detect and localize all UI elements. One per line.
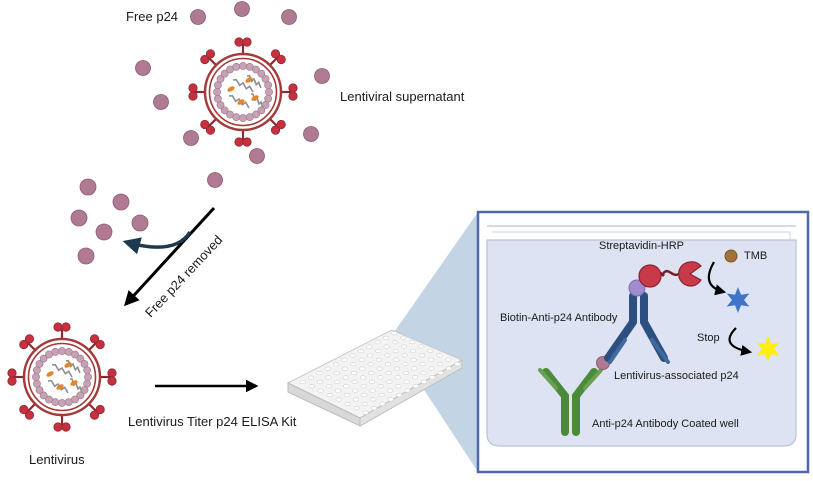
p24-particle (207, 172, 223, 188)
yellow-star-icon (756, 336, 780, 362)
p24-particle (95, 223, 113, 241)
p24-particle (112, 193, 130, 211)
coated-well-label: Anti-p24 Antibody Coated well (592, 418, 739, 430)
p24-particle (153, 94, 169, 110)
lentivirus-label: Lentivirus (29, 452, 85, 467)
removal-arrow (123, 206, 216, 307)
lentivirus-top-icon (188, 37, 298, 147)
removed-p24-particles (70, 178, 149, 265)
lentivirus-associated-p24-label: Lentivirus-associated p24 (614, 370, 739, 382)
kit-label: Lentivirus Titer p24 ELISA Kit (128, 414, 297, 429)
p24-particle (190, 9, 206, 25)
p24-particle (183, 130, 199, 146)
free-p24-particles-top (135, 1, 330, 188)
stop-label: Stop (697, 332, 720, 344)
stop-reaction-arrow (728, 327, 753, 356)
free-p24-label: Free p24 (126, 9, 179, 24)
p24-particle (249, 148, 265, 164)
p24-particle (131, 214, 149, 232)
elisa-plate-icon (286, 329, 464, 427)
biotin-icon (628, 279, 646, 297)
p24-particle (314, 68, 330, 84)
tmb-icon (724, 249, 738, 263)
lentivirus-bottom-icon (7, 322, 117, 432)
streptavidin-hrp-icon (638, 261, 702, 288)
curved-arrow (122, 230, 192, 255)
p24-particle (234, 1, 250, 17)
p24-particle (281, 9, 297, 25)
biotin-antibody-label: Biotin-Anti-p24 Antibody (500, 312, 618, 324)
p24-particle (77, 247, 95, 265)
p24-particle (135, 60, 151, 76)
streptavidin-hrp-label: Streptavidin-HRP (599, 240, 684, 252)
tmb-label: TMB (744, 250, 768, 262)
capture-antibody-icon (538, 368, 603, 436)
p24-particle (303, 126, 319, 142)
blue-star-icon (726, 287, 750, 313)
p24-particle (79, 178, 97, 196)
zoom-wedge (390, 212, 478, 472)
p24-particle (70, 209, 88, 227)
detection-antibody-icon (604, 292, 670, 364)
tmb-reaction-arrow (707, 261, 727, 296)
lentiviral-supernatant-label: Lentiviral supernatant (340, 89, 465, 104)
